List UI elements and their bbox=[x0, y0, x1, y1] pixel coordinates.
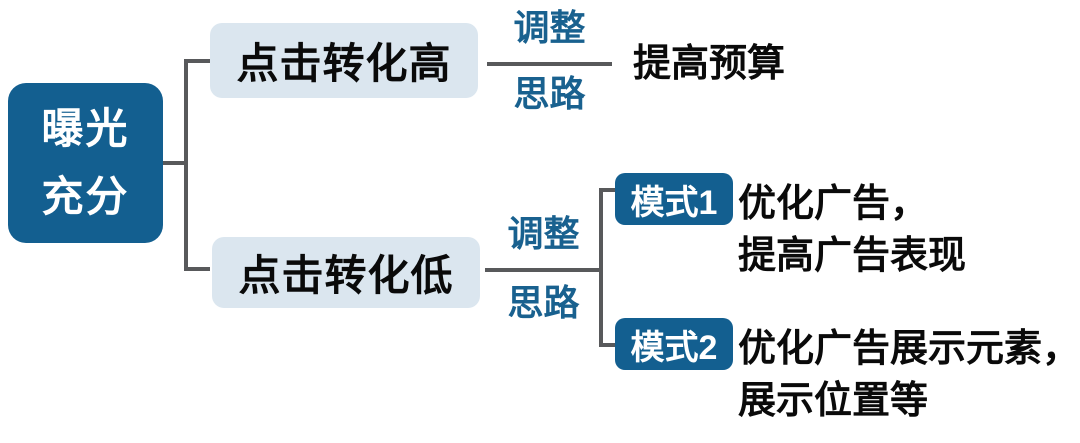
connector-line-bracket2-top-stub bbox=[599, 188, 617, 192]
connector-label-adjust-top: 调整 bbox=[513, 7, 586, 48]
connector-line-root-stub bbox=[163, 161, 186, 165]
connector-label-adjust-bottom: 调整 bbox=[507, 213, 580, 254]
mode1-description-line1: 优化广告， bbox=[738, 183, 929, 225]
connector-line-bracket1-bottom-stub bbox=[184, 267, 210, 271]
root-label-line2: 充分 bbox=[41, 173, 130, 220]
root-label-line1: 曝光 bbox=[41, 105, 130, 152]
connector-line-divider-bottom bbox=[485, 268, 602, 272]
mode1-description: 优化广告， 提高广告表现 bbox=[738, 178, 966, 282]
connector-label-approach-bottom: 思路 bbox=[507, 282, 580, 323]
connector-line-bracket2-vertical bbox=[599, 188, 603, 347]
mode2-description-line2: 展示位置等 bbox=[738, 380, 929, 422]
connector-line-divider-top bbox=[487, 62, 612, 66]
mode2-description: 优化广告展示元素， 展示位置等 bbox=[738, 323, 1080, 427]
node-click-conversion-low: 点击转化低 bbox=[212, 237, 480, 308]
connector-label-approach-top: 思路 bbox=[513, 73, 586, 114]
mode2-description-line1: 优化广告展示元素， bbox=[738, 328, 1080, 370]
connector-line-bracket1-top-stub bbox=[184, 59, 210, 63]
node-click-conversion-high: 点击转化高 bbox=[210, 23, 478, 98]
root-node-exposure-sufficient: 曝光 充分 bbox=[8, 83, 163, 243]
mode1-tag: 模式1 bbox=[615, 173, 733, 225]
mode2-tag: 模式2 bbox=[615, 318, 733, 370]
mode1-description-line2: 提高广告表现 bbox=[738, 235, 967, 277]
connector-line-bracket1-vertical bbox=[184, 59, 188, 271]
action-increase-budget: 提高预算 bbox=[633, 43, 786, 85]
connector-line-bracket2-bottom-stub bbox=[599, 343, 617, 347]
